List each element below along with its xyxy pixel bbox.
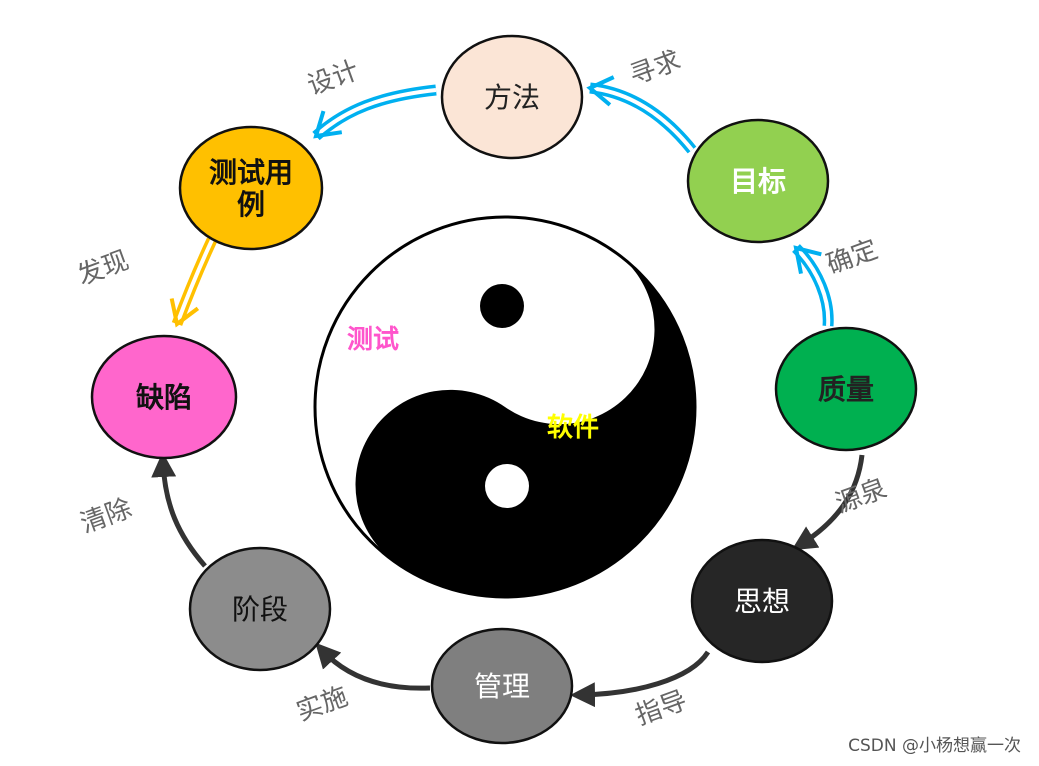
edge-label: 源泉 bbox=[832, 473, 891, 519]
node-label: 质量 bbox=[818, 373, 874, 406]
node-circle bbox=[686, 118, 830, 244]
edge-guanli-to-jieduan: 实施 bbox=[293, 642, 431, 727]
edge-line-outer bbox=[589, 82, 697, 154]
node-zhiliang: 质量 bbox=[774, 326, 918, 452]
node-label: 阶段 bbox=[232, 593, 288, 626]
edge-line-outer bbox=[312, 84, 437, 141]
center-label-software: 软件 bbox=[547, 413, 599, 443]
node-label: 方法 bbox=[484, 81, 540, 114]
edge-label: 指导 bbox=[632, 685, 691, 731]
node-label: 例 bbox=[237, 188, 265, 221]
node-jieduan: 阶段 bbox=[188, 546, 332, 672]
edge-sixiang-to-guanli: 指导 bbox=[570, 650, 711, 731]
node-guanli: 管理 bbox=[430, 627, 574, 745]
edge-line bbox=[791, 454, 865, 551]
edge-line bbox=[151, 452, 207, 568]
edge-yongli-to-quexian: 发现 bbox=[74, 237, 217, 328]
node-circle bbox=[90, 334, 238, 460]
edge-jieduan-to-quexian: 清除 bbox=[77, 452, 207, 568]
edge-label: 设计 bbox=[304, 55, 363, 101]
edge-line bbox=[315, 642, 431, 691]
edge-fangfa-to-yongli: 设计 bbox=[304, 55, 437, 141]
arrow-head bbox=[586, 75, 615, 107]
edge-line bbox=[570, 650, 711, 708]
node-mubiao: 目标 bbox=[686, 118, 830, 244]
arrow-head bbox=[169, 298, 200, 328]
edge-label: 实施 bbox=[293, 681, 352, 727]
yin-yang-symbol bbox=[313, 215, 697, 599]
edge-zhiliang-to-mubiao: 确定 bbox=[792, 234, 882, 327]
edge-label: 确定 bbox=[823, 234, 882, 280]
watermark: CSDN @小杨想赢一次 bbox=[848, 736, 1021, 756]
edge-label: 清除 bbox=[77, 493, 136, 539]
node-circle bbox=[188, 546, 332, 672]
edge-label: 发现 bbox=[74, 245, 133, 291]
node-sixiang: 思想 bbox=[690, 538, 834, 664]
edge-line-inner bbox=[794, 246, 831, 327]
node-circle bbox=[430, 627, 574, 745]
node-circle bbox=[690, 538, 834, 664]
node-circle bbox=[440, 34, 584, 160]
node-label: 思想 bbox=[734, 585, 790, 618]
edge-mubiao-to-fangfa: 寻求 bbox=[586, 45, 697, 154]
edge-line-inner bbox=[175, 239, 214, 325]
edge-zhiliang-to-sixiang: 源泉 bbox=[791, 454, 891, 551]
node-label: 目标 bbox=[730, 165, 786, 198]
node-circle bbox=[178, 125, 324, 251]
arrow-head bbox=[313, 110, 343, 139]
arrow-head bbox=[793, 245, 822, 274]
center-label-testing: 测试 bbox=[347, 325, 399, 355]
edge-line-inner bbox=[314, 88, 437, 138]
node-circle bbox=[774, 326, 918, 452]
node-fangfa: 方法 bbox=[440, 34, 584, 160]
node-label: 测试用 bbox=[209, 156, 293, 189]
node-label: 管理 bbox=[474, 670, 530, 703]
node-label: 缺陷 bbox=[136, 381, 192, 414]
edge-line-inner bbox=[589, 86, 694, 152]
edge-label: 寻求 bbox=[626, 45, 685, 91]
node-quexian: 缺陷 bbox=[90, 334, 238, 460]
